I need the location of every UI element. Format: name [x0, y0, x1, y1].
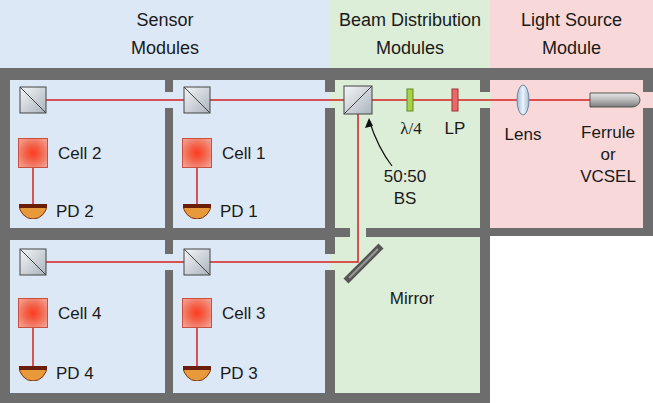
part-label: Cell 2: [58, 143, 101, 165]
sensor-ground: [0, 0, 330, 403]
beam-connector: [32, 168, 34, 204]
module-room: [490, 80, 643, 228]
module-room: [335, 80, 480, 228]
photodiode: PD 3: [183, 366, 211, 381]
polarizer-symbol: [452, 89, 458, 111]
module-heading: Light Source Module: [512, 6, 632, 62]
photodiode-shape: [19, 366, 47, 381]
housing-wall: [490, 68, 653, 236]
vapor-cell: Cell 4: [18, 298, 48, 328]
module-room: [10, 80, 165, 228]
mirror-symbol: [346, 246, 381, 281]
laser-beam: [33, 99, 620, 101]
distribution-ground: [330, 0, 490, 403]
part-label: PD 3: [220, 363, 258, 385]
photodiode-shape: [19, 204, 47, 219]
lens-label: Lens: [502, 124, 544, 146]
mirror-label: Mirror: [380, 288, 444, 310]
module-room: [173, 80, 325, 228]
module-room: [335, 237, 480, 393]
module-band: Light Source Module: [490, 0, 653, 68]
photodiode: PD 1: [183, 204, 211, 219]
part-label: Cell 4: [58, 303, 101, 325]
module-room: [173, 240, 325, 393]
part-label: Cell 1: [222, 143, 265, 165]
polarizer-label: LP: [440, 118, 470, 140]
leader-line: [369, 120, 392, 166]
vapor-cell: Cell 2: [18, 138, 48, 168]
beam-connector: [196, 168, 198, 204]
module-room: [10, 240, 165, 393]
ferrule-symbol: [590, 93, 640, 107]
leader-arrowhead: [365, 118, 373, 128]
beam-connector: [32, 328, 34, 366]
beamsplitter-cube: [344, 86, 372, 114]
beamsplitter-label: 50:50 BS: [377, 166, 433, 210]
module-heading: Sensor Modules: [115, 6, 215, 62]
vapor-cell: Cell 1: [182, 138, 212, 168]
photodiode-shape: [183, 366, 211, 381]
wall-opening: [642, 92, 653, 108]
part-label: PD 2: [56, 201, 94, 223]
source-label: Ferrule or VCSEL: [572, 122, 644, 188]
lens-symbol: [517, 85, 529, 115]
part-label: Cell 3: [222, 303, 265, 325]
housing-wall: [0, 68, 490, 403]
waveplate-label: λ/4: [393, 118, 429, 140]
vapor-cell: Cell 3: [182, 298, 212, 328]
part-label: PD 4: [56, 363, 94, 385]
beam-connector: [196, 328, 198, 366]
laser-beam: [33, 100, 358, 262]
beamsplitter-cube: [20, 87, 210, 275]
part-label: PD 1: [220, 201, 258, 223]
photodiode-shape: [183, 204, 211, 219]
waveplate-symbol: [407, 89, 413, 111]
photodiode: PD 4: [19, 366, 47, 381]
source-ground: [490, 0, 653, 70]
module-heading: Beam Distribution Modules: [331, 6, 489, 62]
module-band: Sensor Modules: [0, 0, 330, 68]
module-band: Beam Distribution Modules: [330, 0, 490, 68]
photodiode: PD 2: [19, 204, 47, 219]
